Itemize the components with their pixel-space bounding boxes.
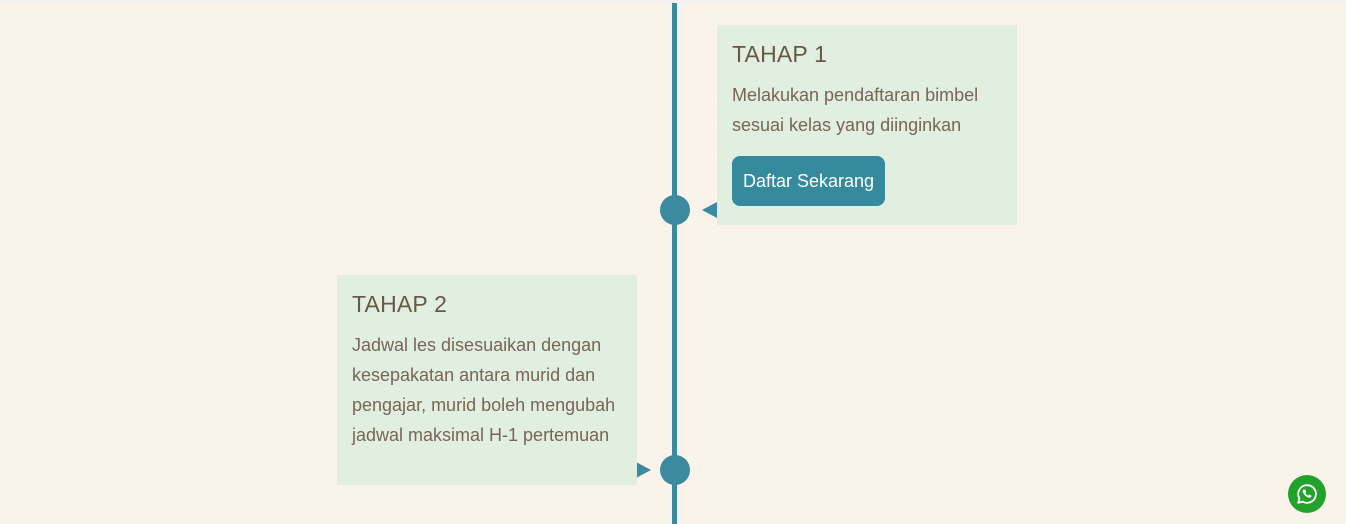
step-1-description: Melakukan pendaftaran bimbel sesuai kela… [732,85,979,135]
step-1-title: TAHAP 1 [732,41,828,67]
whatsapp-icon [1297,484,1317,504]
register-now-button[interactable]: Daftar Sekarang [732,156,886,206]
timeline-dot-step-1 [660,195,690,225]
step-2-title: TAHAP 2 [352,291,448,317]
card-pointer-step-2 [636,462,651,478]
timeline-card-step-2: TAHAP 2 Jadwal les disesuaikan dengan ke… [337,275,637,485]
timeline-dot-step-2 [660,455,690,485]
timeline-line [672,3,677,524]
card-pointer-step-1 [702,202,717,218]
timeline-card-step-1: TAHAP 1 Melakukan pendaftaran bimbel ses… [717,25,1017,225]
whatsapp-chat-button[interactable] [1288,475,1326,513]
step-2-description: Jadwal les disesuaikan dengan kesepakata… [352,335,616,445]
top-divider [0,0,1346,3]
